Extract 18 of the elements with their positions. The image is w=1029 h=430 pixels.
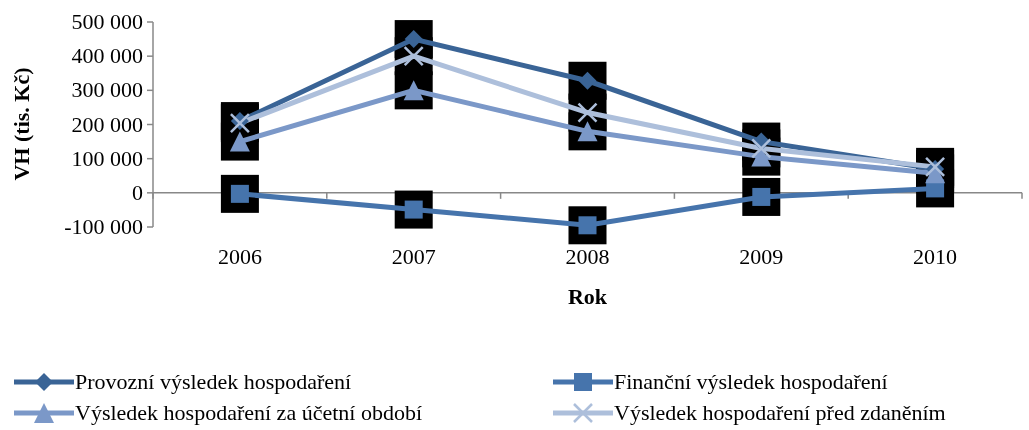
y-tick-label: 400 000 (71, 45, 143, 68)
x-tick-label: 2006 (217, 246, 262, 268)
legend-label: Výsledek hospodaření před zdaněním (614, 402, 946, 424)
y-tick-label: 200 000 (71, 113, 143, 136)
axis-title: Rok (567, 286, 608, 308)
y-tick-label: 500 000 (71, 11, 143, 33)
y-tick-label: 300 000 (71, 79, 143, 102)
legend-label: Provozní výsledek hospodaření (75, 371, 352, 393)
y-tick-label: 0 (132, 181, 143, 204)
x-tick-label: 2007 (391, 246, 436, 268)
x-tick-label: 2009 (739, 246, 784, 268)
y-tick-label: 100 000 (71, 147, 143, 170)
axis-title: VH (tis. Kč) (11, 67, 33, 181)
y-tick-label: -100 000 (64, 216, 143, 238)
legend-label: Finanční výsledek hospodaření (614, 371, 888, 393)
x-tick-label: 2008 (565, 246, 610, 268)
x-tick-label: 2010 (913, 246, 958, 268)
legend-label: Výsledek hospodaření za účetní období (75, 402, 422, 424)
